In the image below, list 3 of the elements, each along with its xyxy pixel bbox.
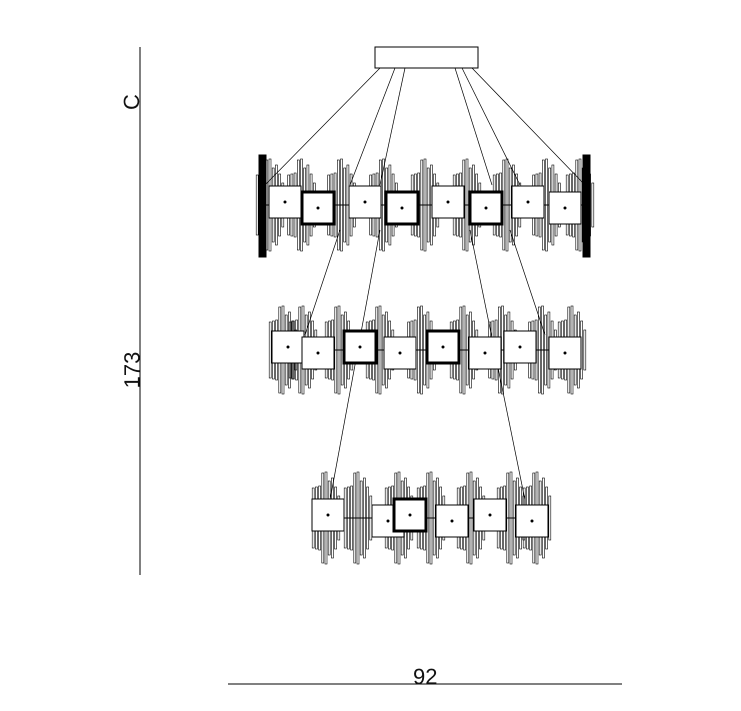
dimension-label: 173 bbox=[120, 352, 143, 388]
dimension-label: 92 bbox=[413, 666, 438, 688]
dimension-label: C bbox=[120, 94, 143, 110]
